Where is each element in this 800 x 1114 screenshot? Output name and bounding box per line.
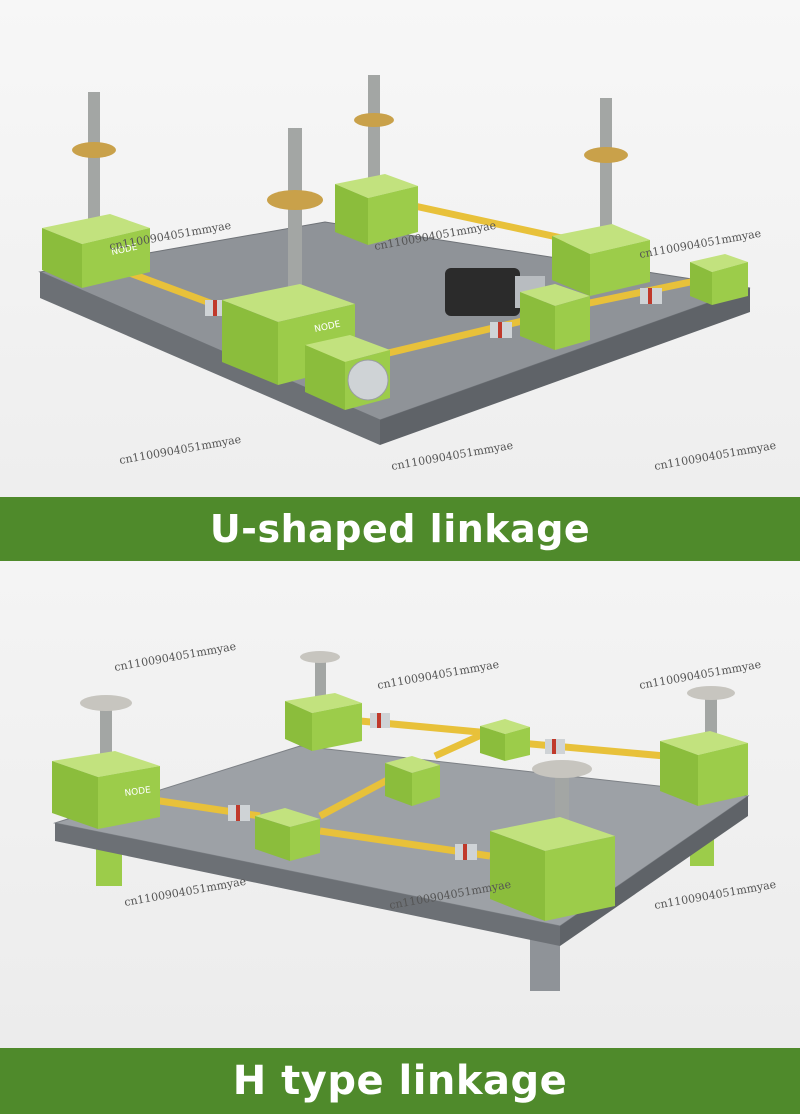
lifting-screw bbox=[100, 706, 112, 756]
h-type-linkage-caption: H type linkage bbox=[0, 1048, 800, 1114]
screw-jack bbox=[660, 731, 748, 806]
drive-shaft bbox=[519, 739, 666, 760]
screw-jack bbox=[52, 751, 160, 829]
bronze-nut bbox=[72, 142, 116, 158]
watermark: cn1100904051mmyae bbox=[376, 658, 500, 692]
drive-shaft bbox=[318, 772, 397, 820]
lifting-screw bbox=[368, 75, 380, 185]
bronze-nut bbox=[584, 147, 628, 163]
right-angle-gearbox bbox=[690, 254, 748, 305]
load-plate bbox=[532, 760, 592, 778]
watermark: cn1100904051mmyae bbox=[653, 878, 777, 912]
u-shaped-linkage-caption: U-shaped linkage bbox=[0, 497, 800, 561]
load-plate bbox=[687, 686, 735, 700]
screw-jack bbox=[285, 693, 362, 751]
load-plate bbox=[300, 651, 340, 663]
h-type-linkage-image: NODE cn1100904051mmyae cn1100904051mmyae… bbox=[0, 561, 800, 1048]
base-plate-edge bbox=[55, 823, 560, 946]
h-type-illustration: NODE cn1100904051mmyae cn1100904051mmyae… bbox=[52, 640, 777, 991]
u-shaped-illustration: NODE NODE cn1100904051mmyae cn1100904051… bbox=[38, 75, 777, 473]
drive-shaft bbox=[409, 201, 581, 246]
lifting-screw bbox=[88, 92, 100, 227]
screw-jack bbox=[335, 174, 418, 245]
watermark: cn1100904051mmyae bbox=[113, 640, 237, 674]
base-plate-edge-right bbox=[560, 796, 748, 946]
lifting-screw bbox=[705, 696, 717, 741]
bronze-nut bbox=[354, 113, 394, 127]
screw-jack bbox=[42, 214, 150, 288]
servo-motor bbox=[445, 268, 520, 316]
u-shaped-linkage-image: NODE NODE cn1100904051mmyae cn1100904051… bbox=[0, 0, 800, 497]
lifting-screw bbox=[315, 659, 326, 701]
watermark: cn1100904051mmyae bbox=[123, 875, 247, 909]
base-plate-edge-right bbox=[380, 288, 750, 445]
right-angle-gearbox bbox=[520, 284, 590, 350]
right-angle-gearbox bbox=[480, 719, 530, 761]
right-angle-gearbox bbox=[255, 808, 320, 861]
screw-jack bbox=[490, 817, 615, 921]
right-angle-gearbox bbox=[385, 756, 440, 806]
watermark: cn1100904051mmyae bbox=[653, 439, 777, 473]
load-plate bbox=[80, 695, 132, 711]
lifting-screw bbox=[288, 128, 302, 298]
brand-mark: NODE bbox=[124, 785, 152, 799]
watermark: cn1100904051mmyae bbox=[638, 227, 762, 261]
watermark: cn1100904051mmyae bbox=[118, 433, 242, 467]
base-plate-edge bbox=[40, 272, 380, 445]
right-angle-gearbox bbox=[305, 335, 390, 410]
screw-jack bbox=[552, 224, 650, 296]
lifting-screw bbox=[600, 98, 612, 238]
watermark: cn1100904051mmyae bbox=[390, 439, 514, 473]
bronze-nut bbox=[267, 190, 323, 210]
